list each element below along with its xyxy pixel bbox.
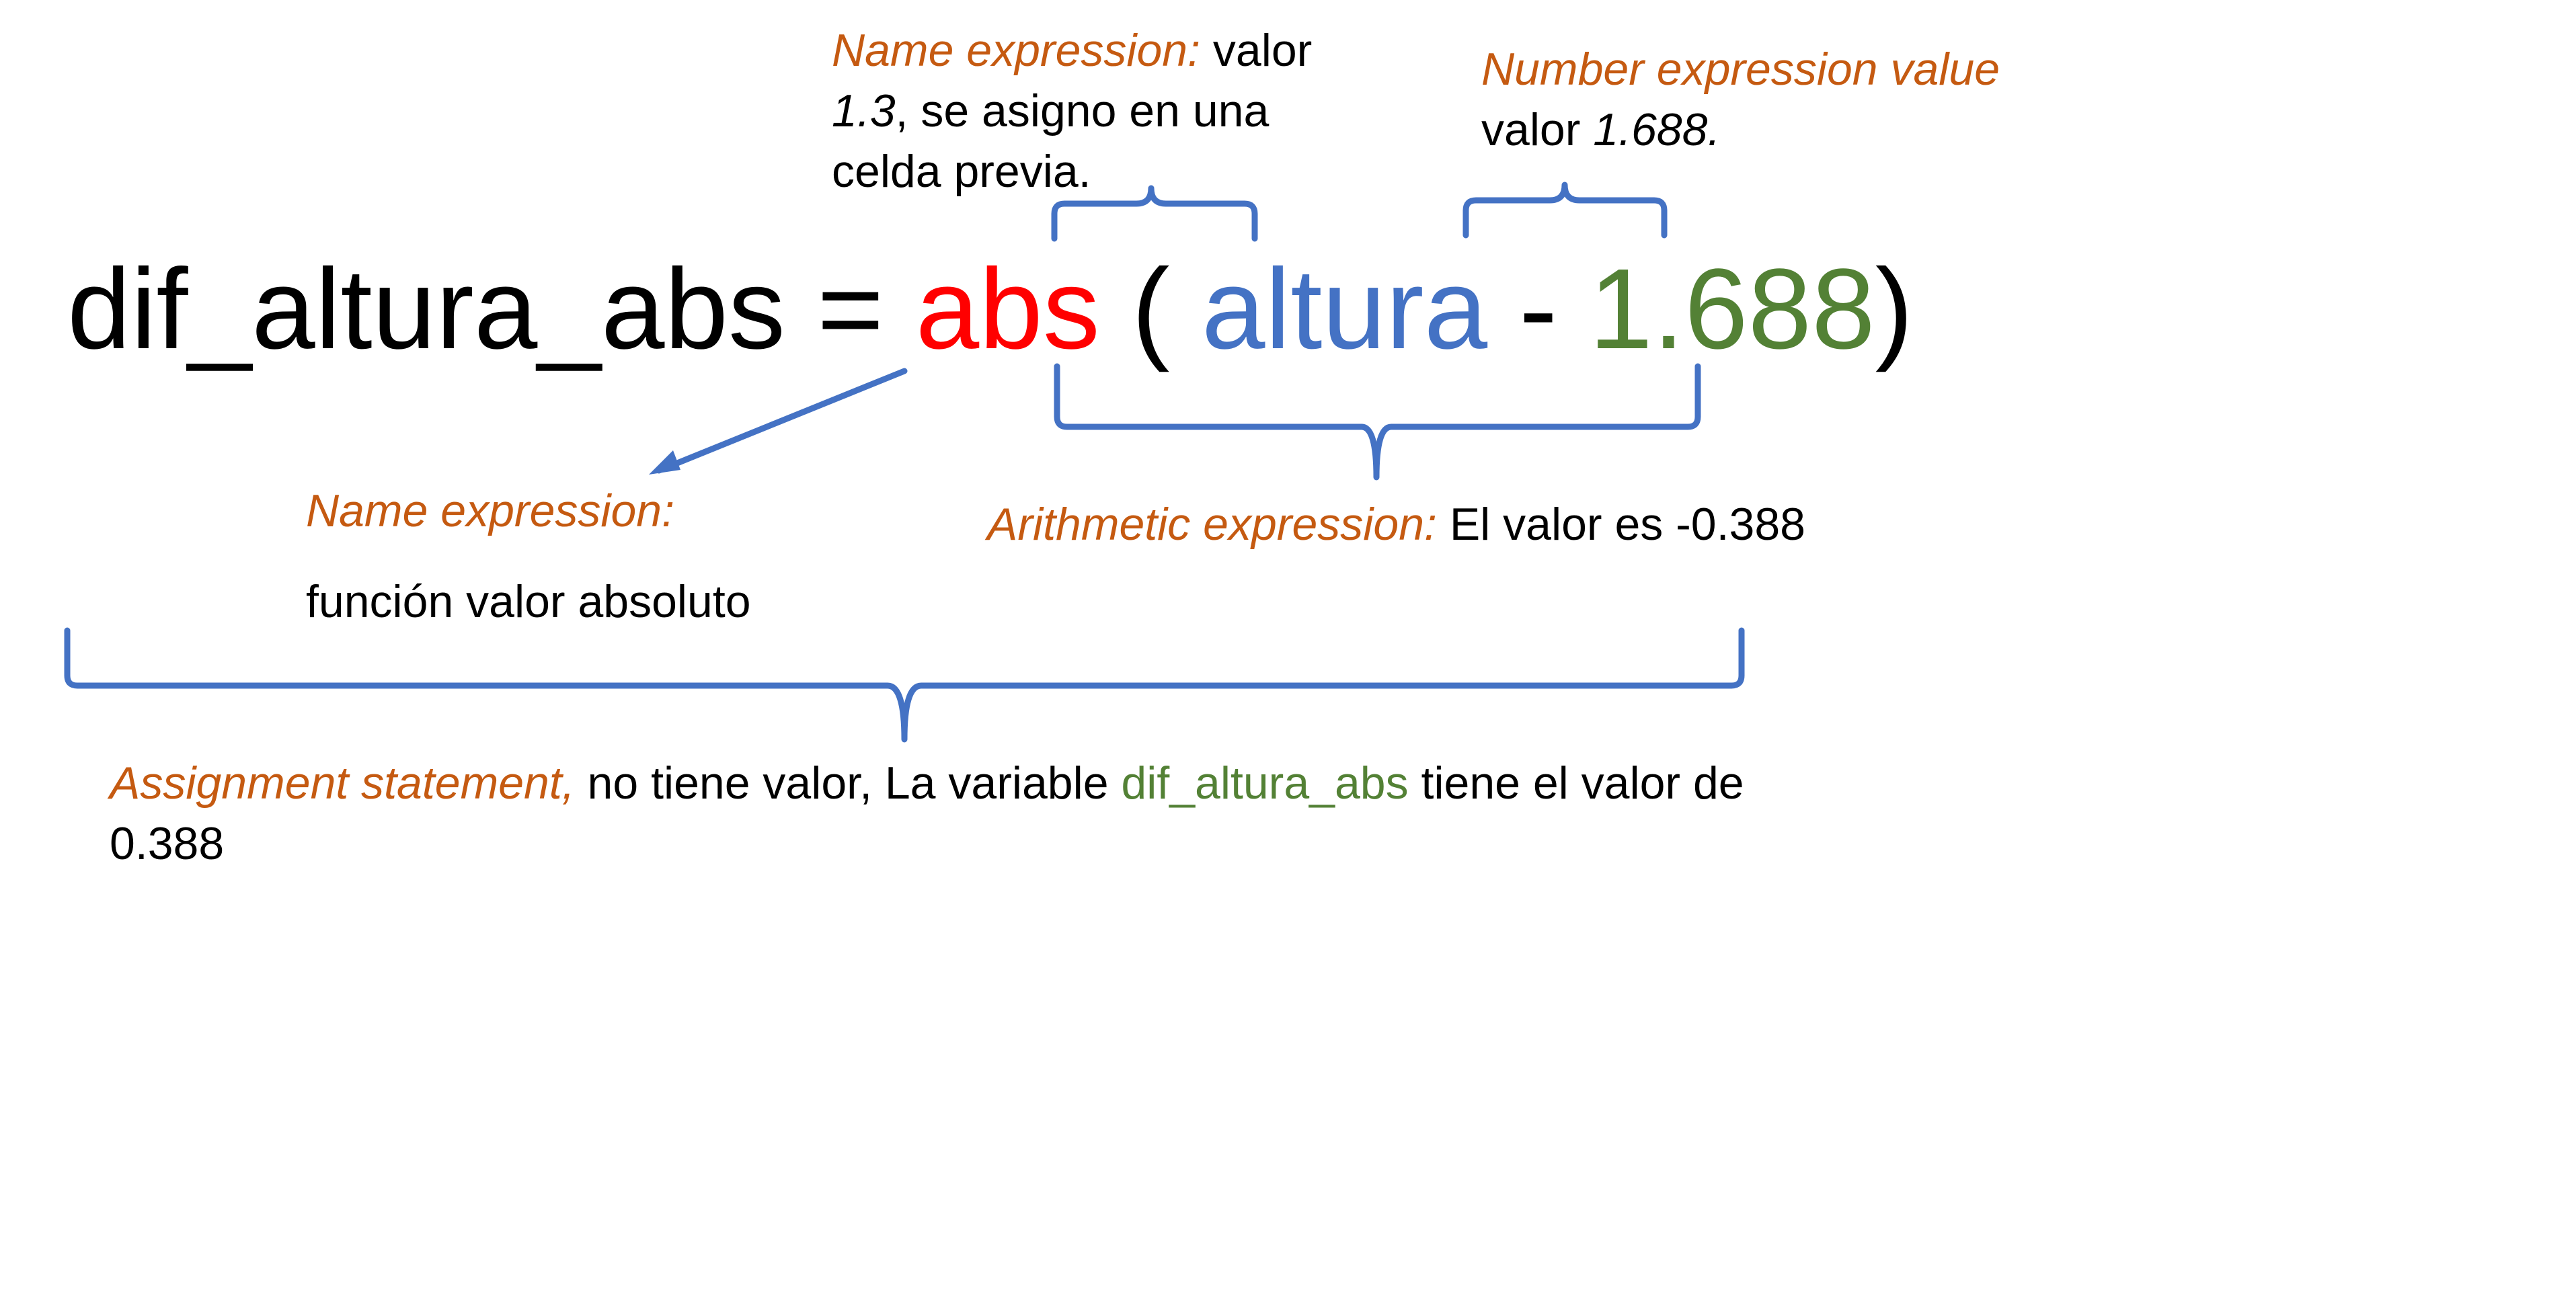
- variable-name: altura: [1201, 245, 1488, 373]
- function-description: función valor absoluto: [306, 576, 751, 627]
- label-name-expression: Name expression:: [832, 25, 1201, 76]
- value-1-688: 1.688.: [1593, 104, 1721, 155]
- arrow-head: [649, 450, 680, 475]
- annotation-number-expression: Number expression value valor 1.688.: [1481, 39, 2000, 160]
- number-literal: 1.688: [1589, 245, 1875, 373]
- bracket-number: [1462, 181, 1668, 239]
- assignment-result-value: 0.388: [110, 818, 225, 869]
- label-name-expression-function: Name expression:: [306, 485, 675, 536]
- open-paren: (: [1132, 245, 1170, 373]
- annotation-assignment-statement: Assignment statement, no tiene valor, La…: [110, 753, 1744, 874]
- bracket-altura: [1051, 185, 1258, 242]
- label-arithmetic-expression: Arithmetic expression:: [987, 499, 1437, 550]
- minus-operator: -: [1519, 245, 1558, 373]
- value-1-3: 1.3: [832, 85, 896, 136]
- assignment-expression: dif_altura_abs = abs ( altura - 1.688): [67, 239, 1913, 380]
- annotation-name-expression-variable: Name expression: valor 1.3, se asigno en…: [832, 25, 1313, 197]
- bracket-assignment: [64, 627, 1745, 743]
- label-number-expression: Number expression value: [1481, 44, 2000, 95]
- annotation-name-expression-function: Name expression:: [306, 481, 674, 541]
- arrow-line: [656, 368, 908, 474]
- variable-reference: dif_altura_abs: [1121, 758, 1409, 809]
- target-variable: dif_altura_abs: [67, 245, 785, 373]
- bracket-arithmetic: [1054, 363, 1701, 481]
- equals-sign: =: [817, 245, 884, 373]
- function-name: abs: [915, 245, 1100, 373]
- close-paren: ): [1875, 245, 1914, 373]
- annotation-arithmetic-expression: Arithmetic expression: El valor es -0.38…: [987, 499, 1805, 550]
- label-assignment-statement: Assignment statement,: [110, 758, 575, 809]
